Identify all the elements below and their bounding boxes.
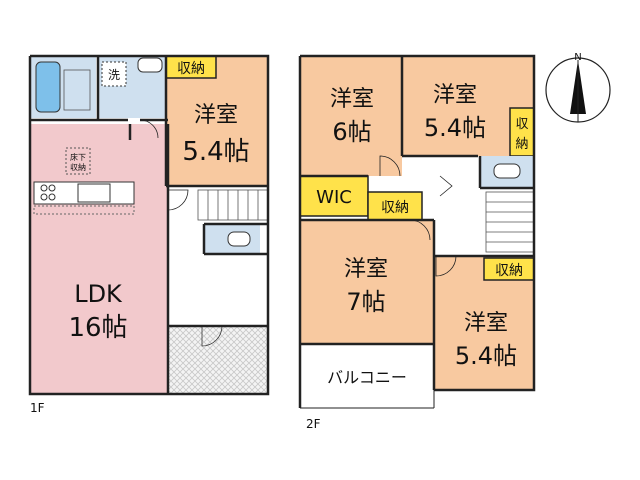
wic-label: WIC <box>316 187 352 208</box>
balcony <box>300 344 434 408</box>
floor-2-label: 2F <box>306 417 321 431</box>
washing-machine-icon <box>101 61 127 87</box>
bathtub-icon <box>35 61 61 113</box>
room-2f-c-name: 洋室 <box>344 257 388 282</box>
balcony-label: バルコニー <box>327 368 407 387</box>
room-1f-name: 洋室 <box>194 103 238 128</box>
ldk-room <box>30 124 168 394</box>
wash-basin-icon <box>137 57 163 73</box>
room-2f-a-name: 洋室 <box>330 87 374 112</box>
walls-1f <box>28 54 270 396</box>
underfloor-storage-label-2: 収納 <box>70 162 86 172</box>
north-compass: N <box>545 52 611 123</box>
room-2f-b-closet-label-2: 納 <box>515 137 528 152</box>
room-2f-d-name: 洋室 <box>464 311 508 336</box>
floor-2: 洋室 6帖 洋室 5.4帖 収 納 WIC 収納 洋室 7帖 <box>298 54 536 431</box>
wash-label: 洗 <box>108 68 120 82</box>
toilet-icon-2f <box>493 163 521 179</box>
ldk-size: 16帖 <box>68 313 127 343</box>
room-2f-b-name: 洋室 <box>433 83 477 108</box>
north-label: N <box>574 52 581 63</box>
stairs-1f <box>197 189 269 221</box>
closet-1f-label: 収納 <box>177 61 205 77</box>
room-2f-a-size: 6帖 <box>332 118 371 146</box>
room-2f-c-size: 7帖 <box>346 288 385 316</box>
room-2f-d-closet-label: 収納 <box>495 263 523 279</box>
room-2f-b-size: 5.4帖 <box>424 114 486 142</box>
toilet-icon <box>227 231 251 247</box>
underfloor-hatch <box>65 147 91 175</box>
room-1f-size: 5.4帖 <box>182 137 249 167</box>
floor-1: 洗 収納 洋室 5.4帖 床下 収納 LDK 16帖 <box>28 54 270 415</box>
walls-2f <box>298 54 536 408</box>
room-2f-a <box>300 56 402 176</box>
room-2f-d-size: 5.4帖 <box>455 342 517 370</box>
room-2f-b-closet-label-1: 収 <box>515 117 528 132</box>
hall-closet-label: 収納 <box>381 200 409 216</box>
floor-1-label: 1F <box>30 401 45 415</box>
ldk-name: LDK <box>74 280 123 308</box>
stairs-2f <box>485 191 535 253</box>
underfloor-storage-label: 床下 <box>70 152 86 162</box>
walk-in-closet <box>299 175 369 217</box>
entrance-porch <box>168 326 268 394</box>
room-2f-c <box>300 220 434 344</box>
